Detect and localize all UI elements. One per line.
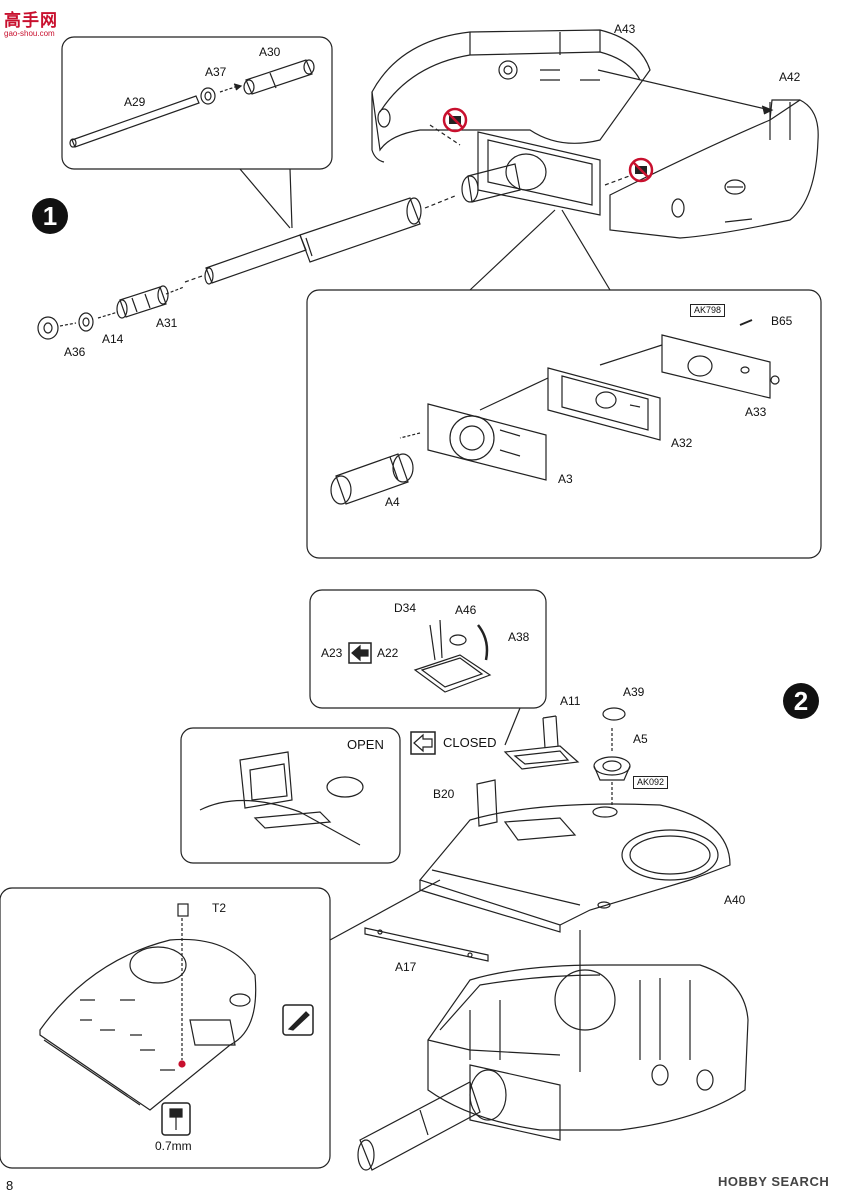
assembly-arrow bbox=[97, 311, 119, 319]
label-a29: A29 bbox=[124, 95, 146, 109]
site-name: 高手网 bbox=[4, 11, 58, 30]
assembly-arrow bbox=[399, 432, 421, 439]
label-a39: A39 bbox=[623, 685, 645, 699]
label-a43: A43 bbox=[614, 22, 636, 36]
assembly-arrow bbox=[59, 322, 77, 327]
direction-arrow-icon bbox=[410, 731, 436, 755]
turret-rear-a43 bbox=[371, 29, 651, 163]
callout-leader bbox=[239, 168, 293, 229]
barrel-detail-callout bbox=[61, 36, 333, 170]
label-a22: A22 bbox=[377, 646, 399, 660]
knife-icon bbox=[282, 1004, 314, 1036]
drill-icon bbox=[161, 1102, 191, 1136]
label-a31: A31 bbox=[156, 316, 178, 330]
part-t2 bbox=[177, 903, 189, 917]
label-a14: A14 bbox=[102, 332, 124, 346]
roof-underside bbox=[39, 938, 257, 1111]
label-a5: A5 bbox=[633, 732, 648, 746]
label-a32: A32 bbox=[671, 436, 693, 450]
label-d34: D34 bbox=[394, 601, 417, 615]
step-badge-2: 2 bbox=[783, 683, 819, 719]
label-t2: T2 bbox=[212, 901, 227, 915]
label-a3: A3 bbox=[558, 472, 573, 486]
part-b65 bbox=[739, 319, 753, 326]
label-a17: A17 bbox=[395, 960, 417, 974]
label-a4: A4 bbox=[385, 495, 400, 509]
no-glue-icon bbox=[628, 157, 654, 183]
page-number: 8 bbox=[6, 1178, 14, 1193]
callout-leader bbox=[469, 209, 611, 291]
callout-leader bbox=[504, 707, 521, 746]
open-hatch-drawing bbox=[199, 751, 364, 846]
direction-arrow-icon bbox=[348, 642, 372, 664]
part-a37 bbox=[200, 87, 216, 105]
hatch-detail-callout bbox=[309, 589, 547, 709]
callout-leader bbox=[329, 879, 441, 941]
label-a37: A37 bbox=[205, 65, 227, 79]
label-a30: A30 bbox=[259, 45, 281, 59]
part-a4 bbox=[330, 453, 414, 505]
label-a38: A38 bbox=[508, 630, 530, 644]
label-open: OPEN bbox=[347, 737, 384, 752]
assembly-arrow bbox=[429, 124, 461, 146]
assembly-arrow bbox=[479, 377, 549, 411]
open-hatch-callout bbox=[180, 727, 401, 864]
part-a39 bbox=[602, 707, 626, 721]
part-a29 bbox=[69, 95, 200, 148]
label-a33: A33 bbox=[745, 405, 767, 419]
arrow-head bbox=[233, 83, 243, 91]
label-a40: A40 bbox=[724, 893, 746, 907]
arrow-head bbox=[761, 105, 774, 115]
label-b20: B20 bbox=[433, 787, 455, 801]
label-a36: A36 bbox=[64, 345, 86, 359]
part-a33 bbox=[661, 334, 780, 399]
part-a5 bbox=[593, 756, 631, 781]
mantlet-assembly bbox=[461, 131, 601, 216]
lower-gun-mantlet bbox=[357, 1064, 561, 1171]
hatch-plate bbox=[503, 745, 580, 770]
turret-front-a42 bbox=[609, 99, 819, 239]
part-a11 bbox=[542, 715, 559, 749]
assembly-arrow bbox=[604, 174, 633, 186]
mantlet-detail-callout bbox=[306, 289, 822, 559]
part-a14 bbox=[78, 312, 94, 332]
assembly-arrow bbox=[165, 286, 185, 295]
site-url: gao-shou.com bbox=[4, 29, 55, 38]
label-drill-size: 0.7mm bbox=[155, 1139, 192, 1153]
label-a23: A23 bbox=[321, 646, 343, 660]
site-logo: 高手网 gao-shou.com bbox=[4, 6, 58, 38]
hatch-assembly bbox=[413, 619, 492, 693]
assembly-arrow bbox=[184, 275, 203, 283]
part-b20 bbox=[476, 779, 498, 827]
assembly-arrow bbox=[424, 195, 456, 209]
part-a3 bbox=[427, 403, 547, 481]
assembly-arrow bbox=[597, 69, 771, 111]
part-a31 bbox=[116, 285, 169, 319]
drill-detail-callout bbox=[0, 887, 331, 1169]
label-ak092: AK092 bbox=[633, 776, 669, 789]
label-ak798: AK798 bbox=[690, 304, 726, 317]
label-b65: B65 bbox=[771, 314, 793, 328]
label-a42: A42 bbox=[779, 70, 801, 84]
drill-point bbox=[178, 1060, 186, 1068]
part-a40 bbox=[418, 803, 731, 933]
label-a46: A46 bbox=[455, 603, 477, 617]
label-a11: A11 bbox=[560, 694, 581, 708]
step-badge-1: 1 bbox=[32, 198, 68, 234]
part-a30 bbox=[243, 59, 315, 95]
no-glue-icon bbox=[442, 107, 468, 133]
part-a36 bbox=[37, 316, 59, 340]
main-gun-barrel bbox=[204, 197, 422, 285]
part-a17 bbox=[364, 927, 489, 962]
part-a32 bbox=[547, 367, 661, 441]
label-closed: CLOSED bbox=[443, 735, 497, 750]
assembly-arrow bbox=[599, 344, 663, 366]
lower-turret bbox=[427, 964, 749, 1131]
watermark: HOBBY SEARCH bbox=[718, 1174, 830, 1189]
